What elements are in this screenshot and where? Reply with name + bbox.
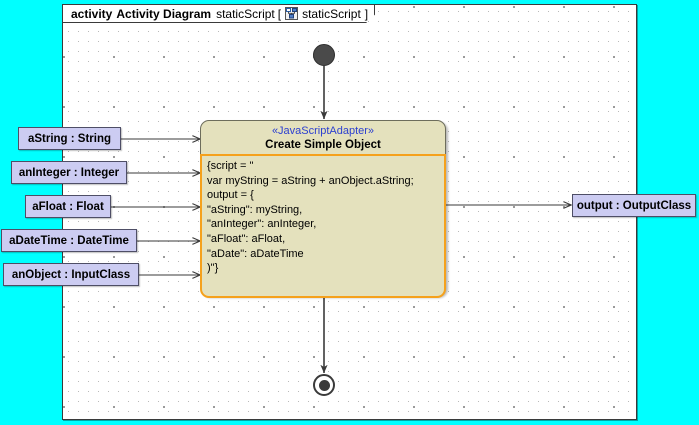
script-line: output = { bbox=[207, 189, 254, 202]
script-line: )"} bbox=[207, 262, 219, 275]
input-pin-aninteger[interactable]: anInteger : Integer bbox=[11, 161, 127, 184]
script-line: {script = " bbox=[207, 160, 254, 172]
input-pin-afloat[interactable]: aFloat : Float bbox=[25, 195, 111, 218]
frame-bracket-close: ] bbox=[364, 6, 369, 21]
output-pin-output[interactable]: output : OutputClass bbox=[572, 194, 696, 217]
input-pin-anobject[interactable]: anObject : InputClass bbox=[3, 263, 139, 286]
script-line: "aDate": aDateTime bbox=[207, 247, 304, 260]
script-line: "aFloat": aFloat, bbox=[207, 232, 286, 245]
pin-label: anInteger : Integer bbox=[18, 166, 120, 179]
input-pin-adatetime[interactable]: aDateTime : DateTime bbox=[1, 229, 137, 252]
pin-label: output : OutputClass bbox=[576, 199, 692, 212]
frame-bracket-open: [ bbox=[277, 6, 282, 21]
action-node-create-simple-object[interactable]: «JavaScriptAdapter» Create Simple Object… bbox=[200, 120, 446, 298]
script-line: "anInteger": anInteger, bbox=[207, 218, 317, 231]
frame-keyword: activity bbox=[71, 6, 113, 21]
frame-type-label: Activity Diagram bbox=[116, 6, 212, 21]
action-stereotype: «JavaScriptAdapter» bbox=[271, 125, 375, 137]
input-pin-astring[interactable]: aString : String bbox=[18, 127, 121, 150]
uml-static-script-icon bbox=[285, 7, 298, 20]
action-title: Create Simple Object bbox=[265, 139, 381, 151]
pin-label: aDateTime : DateTime bbox=[9, 234, 129, 247]
script-line: var myString = aString + anObject.aStrin… bbox=[207, 174, 414, 187]
pin-label: aFloat : Float bbox=[32, 200, 104, 213]
pin-label: anObject : InputClass bbox=[11, 268, 131, 281]
action-header: «JavaScriptAdapter» Create Simple Object bbox=[201, 121, 445, 154]
frame-header-tab[interactable]: activity Activity Diagram staticScript [… bbox=[62, 4, 375, 23]
script-line: "aString": myString, bbox=[207, 203, 303, 216]
activity-final-node[interactable] bbox=[313, 374, 335, 396]
initial-node[interactable] bbox=[313, 44, 335, 66]
pin-label: aString : String bbox=[27, 132, 112, 145]
frame-name: staticScript bbox=[216, 6, 275, 21]
action-script-compartment[interactable]: {script = " var myString = aString + anO… bbox=[200, 154, 446, 298]
frame-qualified-name: staticScript bbox=[302, 6, 361, 21]
